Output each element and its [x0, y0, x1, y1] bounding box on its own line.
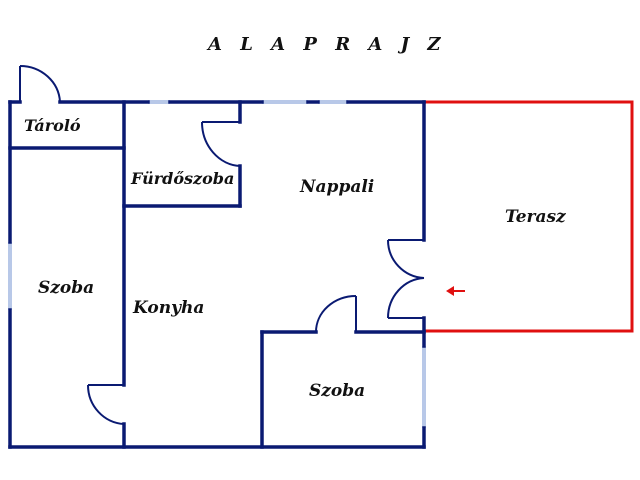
doors	[19, 64, 425, 425]
door-szoba-bottom	[315, 295, 357, 333]
door-szoba-left	[86, 384, 125, 425]
walls	[8, 100, 426, 449]
room-label-furdoszoba: Fürdőszoba	[130, 169, 234, 188]
room-label-taroló: Tároló	[24, 116, 81, 135]
windows	[8, 100, 426, 428]
door-taroló	[19, 64, 61, 103]
room-label-szoba-bottom: Szoba	[309, 381, 365, 401]
room-label-szoba-left: Szoba	[38, 278, 94, 298]
arrow-left-icon	[446, 286, 465, 296]
room-label-konyha: Konyha	[132, 298, 204, 318]
plan-title: A L A P R A J Z	[206, 34, 447, 55]
door-furdoszoba	[200, 121, 241, 167]
room-label-terasz: Terasz	[505, 207, 566, 227]
door-terrace	[386, 239, 425, 319]
terrace-outline	[424, 100, 634, 333]
room-label-nappali: Nappali	[299, 177, 374, 197]
